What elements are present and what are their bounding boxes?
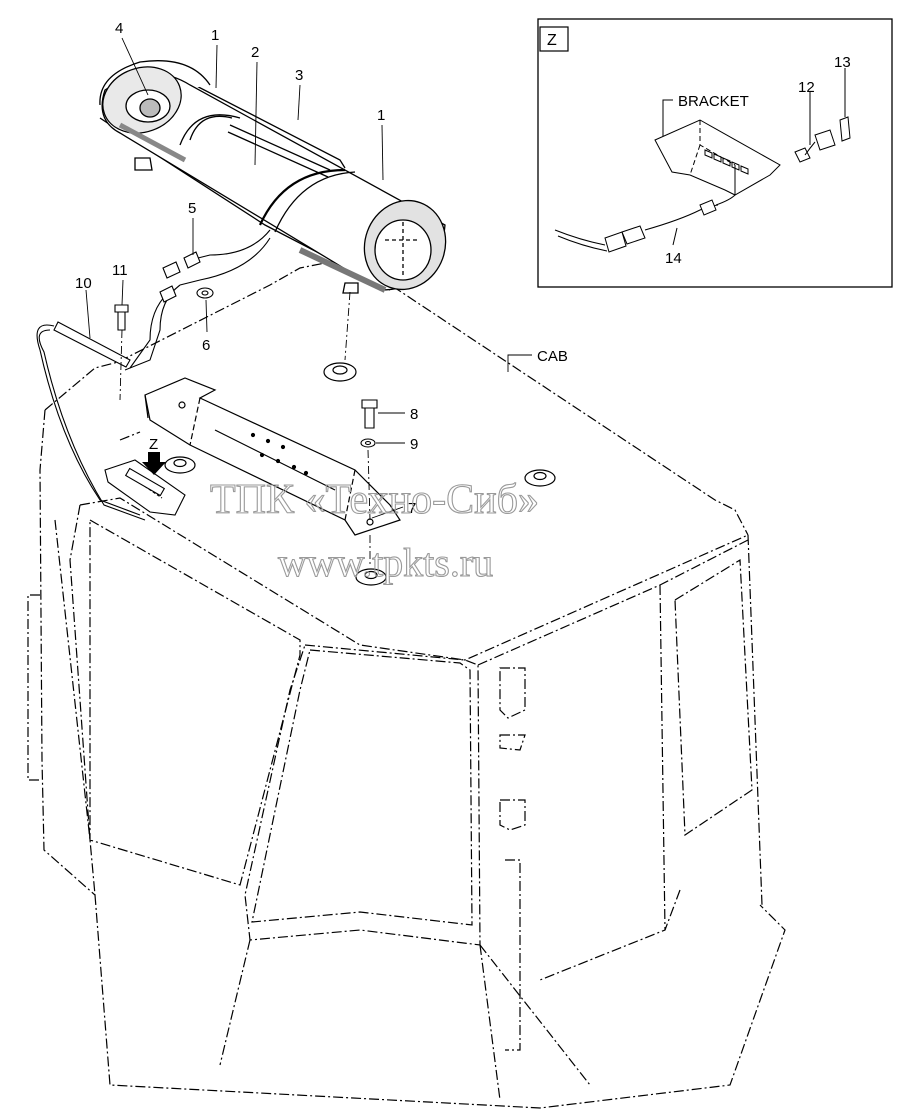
callout-13: 13 <box>834 54 851 71</box>
beacon-light-tube <box>99 60 447 294</box>
mounting-bracket <box>144 377 401 536</box>
callout-14: 14 <box>665 250 682 267</box>
callout-3: 3 <box>295 67 303 84</box>
cab-body <box>27 257 786 1109</box>
callout-leaders <box>85 37 532 519</box>
watermark-company: ТПК «Техно-Сиб» <box>210 477 539 523</box>
view-z-marker: Z <box>149 436 158 453</box>
callout-10: 10 <box>75 275 92 292</box>
callout-11: 11 <box>112 262 128 279</box>
callout-1-left: 1 <box>211 27 219 44</box>
callout-7: 7 <box>408 500 416 517</box>
callout-6: 6 <box>202 337 210 354</box>
callout-5: 5 <box>188 200 196 217</box>
callout-12: 12 <box>798 79 815 96</box>
callout-4: 4 <box>115 20 123 37</box>
cab-label: CAB <box>537 348 568 365</box>
callout-1-right: 1 <box>377 107 385 124</box>
view-z-arrow-icon <box>142 452 166 475</box>
wiring-harness <box>36 229 271 521</box>
watermark-url: www.tpkts.ru <box>278 540 493 585</box>
rubber-mounts <box>164 362 556 586</box>
callout-2: 2 <box>251 44 259 61</box>
fasteners <box>114 287 378 448</box>
callout-8: 8 <box>410 406 418 423</box>
roof-connector-bracket <box>104 459 186 516</box>
callout-9: 9 <box>410 436 418 453</box>
inset-view-label: Z <box>547 32 557 49</box>
bracket-label: BRACKET <box>678 93 749 110</box>
assembly-lines <box>119 291 371 565</box>
inset-view-z: Z BRACKET 12 <box>537 18 893 288</box>
